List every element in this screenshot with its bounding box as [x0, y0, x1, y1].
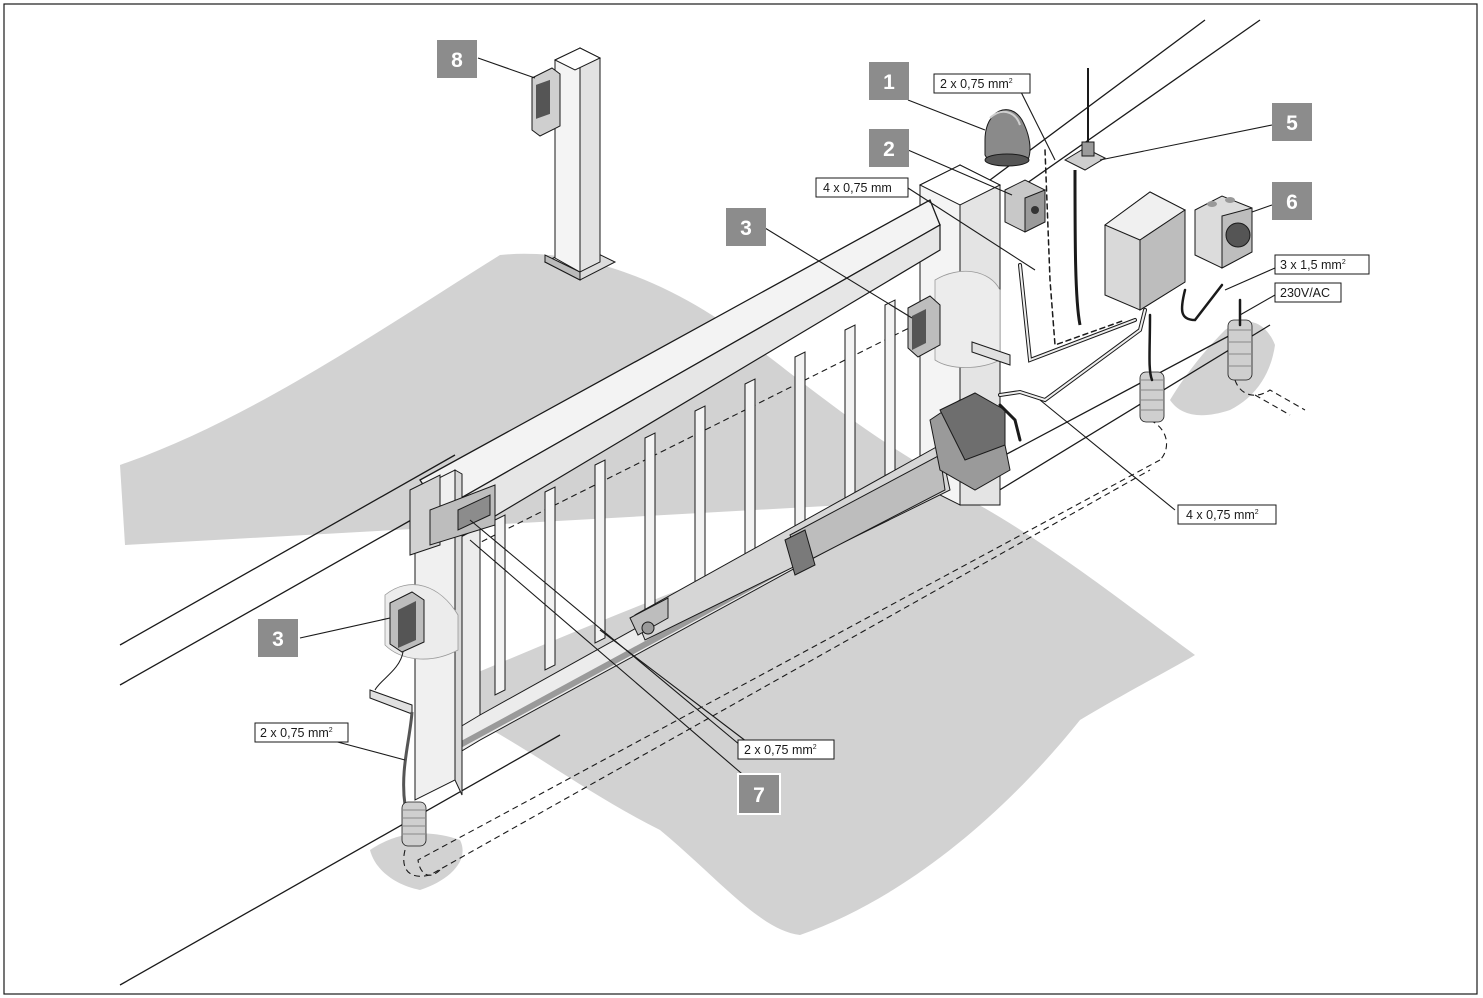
svg-text:4 x 0,75 mm2: 4 x 0,75 mm2: [1186, 508, 1259, 522]
callout-badge-8: 8: [437, 40, 477, 78]
callout-badge-3a: 3: [726, 208, 766, 246]
svg-text:2 x 0,75 mm2: 2 x 0,75 mm2: [744, 743, 817, 757]
callout-label-6: 6: [1286, 191, 1298, 214]
control-unit: [1103, 191, 1186, 311]
photocell-upper: [907, 270, 1011, 368]
callout-label-3b: 3: [272, 628, 284, 651]
svg-text:230V/AC: 230V/AC: [1280, 286, 1330, 300]
callout-label-3a: 3: [740, 217, 752, 240]
warning-lamp: [984, 109, 1031, 167]
svg-text:2 x 0,75 mm2: 2 x 0,75 mm2: [940, 77, 1013, 91]
callout-badge-7: 7: [737, 773, 781, 815]
svg-text:4 x 0,75 mm: 4 x 0,75 mm: [823, 181, 892, 195]
gate-operator: [629, 392, 1011, 641]
leader-lines: [299, 57, 1276, 786]
callout-label-1: 1: [883, 71, 895, 94]
callout-label-2: 2: [883, 138, 895, 161]
cable-label-lamp: 2 x 0,75 mm2: [933, 73, 1031, 94]
svg-text:3 x 1,5 mm2: 3 x 1,5 mm2: [1280, 258, 1346, 272]
callout-badge-1: 1: [869, 62, 909, 100]
callout-label-8: 8: [451, 49, 463, 72]
callout-badge-3b: 3: [258, 619, 298, 657]
antenna: [1063, 68, 1107, 326]
callout-badge-6: 6: [1272, 182, 1312, 220]
callout-badge-2: 2: [869, 129, 909, 167]
cable-runs: [998, 149, 1242, 442]
cable-label-voltage: 230V/AC: [1274, 282, 1342, 303]
cable-label-motor: 4 x 0,75 mm2: [1177, 504, 1277, 525]
conduits: [401, 319, 1253, 847]
photocell-lower: [369, 584, 459, 806]
underground-conduits: [403, 314, 1306, 877]
code-keypad: [531, 67, 561, 137]
frame-border: [3, 3, 1478, 995]
cable-label-mains: 3 x 1,5 mm2: [1274, 254, 1370, 275]
cable-label-photocell: 2 x 0,75 mm2: [254, 722, 349, 743]
key-switch: [1004, 179, 1046, 233]
callout-badge-5: 5: [1272, 103, 1312, 141]
svg-text:2 x 0,75 mm2: 2 x 0,75 mm2: [260, 726, 333, 740]
callout-label-5: 5: [1286, 112, 1298, 135]
ground-areas: [120, 253, 1275, 935]
cable-label-keyswitch: 4 x 0,75 mm: [815, 177, 909, 198]
callout-label-7: 7: [753, 784, 765, 807]
main-switch: [1194, 195, 1253, 269]
safety-edge: [409, 474, 496, 556]
cable-label-edge: 2 x 0,75 mm2: [737, 739, 835, 760]
keypad-post: [531, 47, 617, 281]
